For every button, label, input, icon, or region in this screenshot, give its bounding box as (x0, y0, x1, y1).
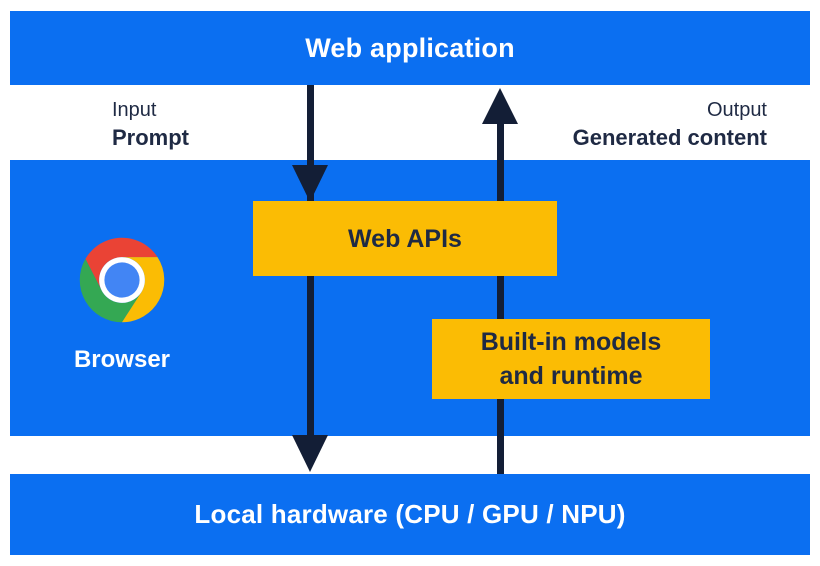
input-label-group: Input Prompt (112, 99, 189, 150)
output-title: Output (706, 99, 767, 121)
web-application-bar: Web application (10, 11, 810, 85)
input-subtitle: Prompt (112, 125, 189, 150)
builtin-models-box: Built-in models and runtime (432, 319, 710, 399)
web-apis-label: Web APIs (348, 224, 462, 253)
builtin-models-label-line2: and runtime (499, 362, 643, 390)
down-arrowhead-icon (292, 435, 328, 472)
chrome-logo-icon (79, 237, 165, 323)
generated-content-flow-line (497, 124, 504, 474)
local-hardware-bar: Local hardware (CPU / GPU / NPU) (10, 474, 810, 555)
browser-label: Browser (73, 346, 171, 373)
up-arrowhead-icon (482, 88, 518, 124)
web-apis-box: Web APIs (253, 201, 557, 276)
builtin-models-label-line1: Built-in models (480, 328, 662, 356)
down-arrowhead-icon (292, 165, 328, 202)
web-application-label: Web application (305, 32, 515, 63)
input-title: Input (112, 99, 157, 121)
output-label-group: Output Generated content (573, 99, 767, 150)
local-hardware-label: Local hardware (CPU / GPU / NPU) (194, 499, 626, 529)
output-subtitle: Generated content (572, 125, 767, 150)
